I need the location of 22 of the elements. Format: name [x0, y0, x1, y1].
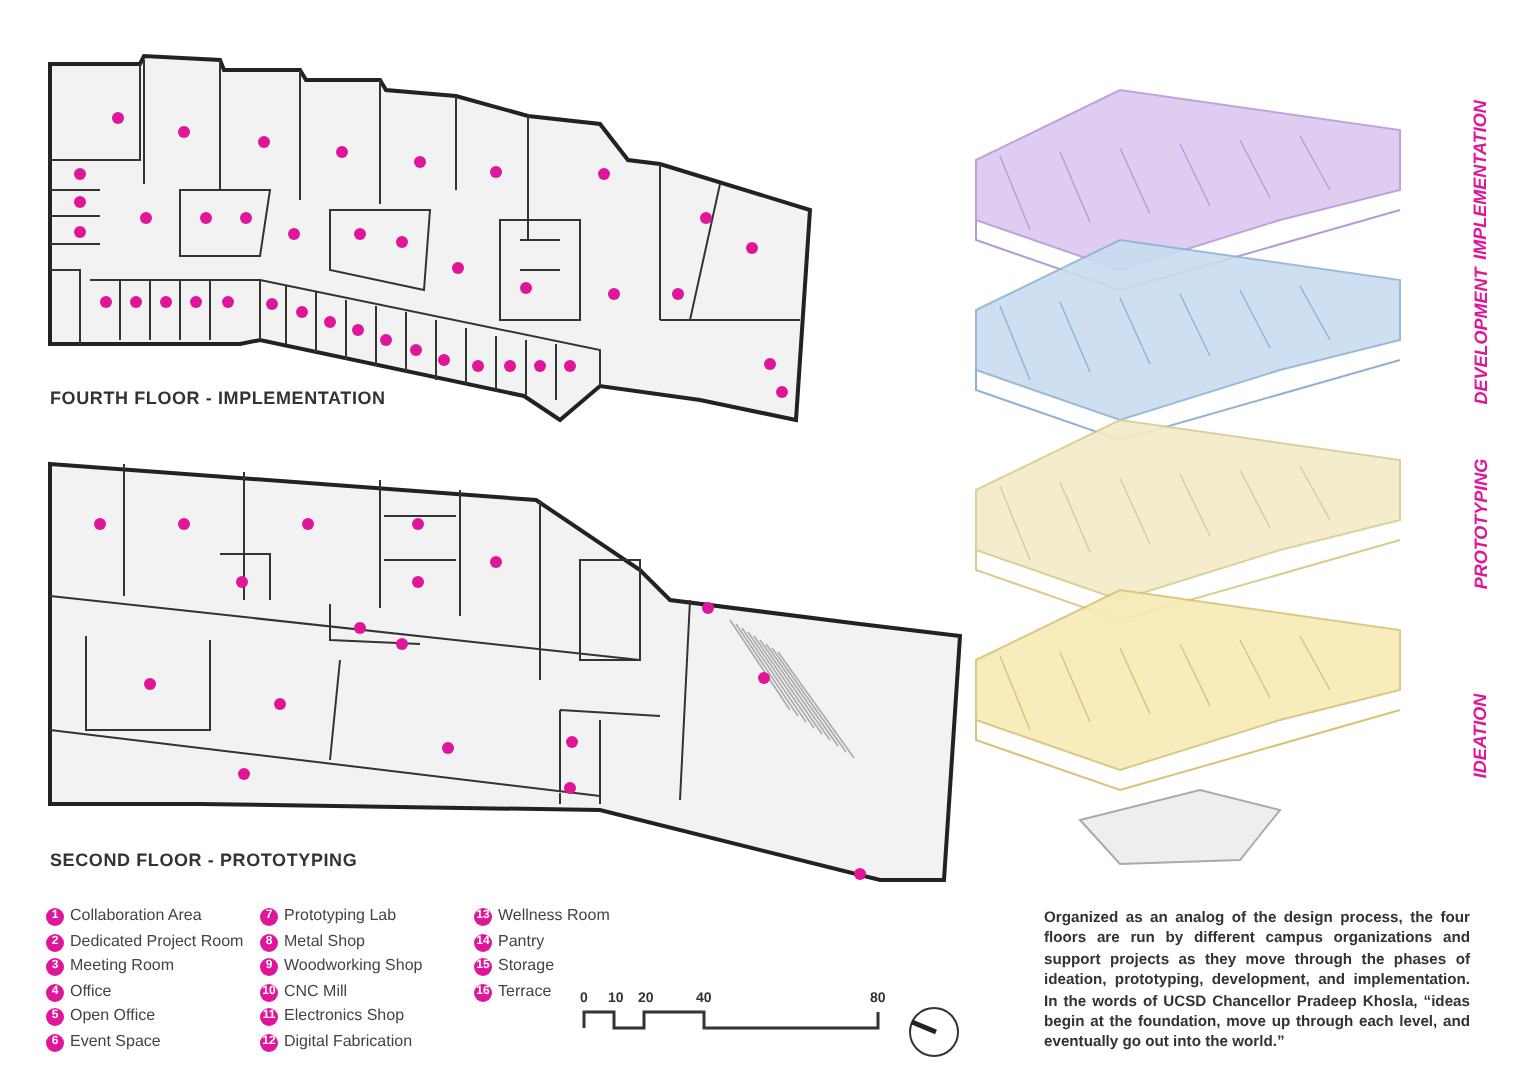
- legend-text: Wellness Room: [498, 906, 610, 924]
- legend-text: Pantry: [498, 931, 545, 950]
- legend-text: Event Space: [70, 1032, 161, 1050]
- legend-text: Woodworking Shop: [284, 956, 423, 975]
- section-label: PROTOTYPING: [1470, 458, 1491, 590]
- legend-text: Office: [70, 981, 112, 1000]
- section-label: IDEATION: [1470, 693, 1491, 779]
- legend-text: Storage: [498, 956, 555, 975]
- section-label: DEVELOPMENT: [1469, 267, 1490, 405]
- legend-text: Dedicated Project Room: [70, 931, 244, 950]
- legend-text: Collaboration Area: [70, 906, 202, 924]
- plan-title: FOURTH FLOOR - IMPLEMENTATION: [50, 388, 386, 408]
- legend-text: Metal Shop: [284, 931, 365, 950]
- section-label: IMPLEMENTATION: [1469, 100, 1490, 260]
- legend-text: CNC Mill: [284, 981, 348, 1000]
- legend-text: Electronics Shop: [284, 1006, 405, 1025]
- legend-text: Prototyping Lab: [284, 906, 397, 924]
- legend-text: Meeting Room: [70, 956, 175, 975]
- legend-text: Terrace: [498, 981, 552, 1000]
- plan-title: SECOND FLOOR - PROTOTYPING: [50, 850, 358, 870]
- legend-text: Digital Fabrication: [284, 1032, 413, 1050]
- legend-text: Open Office: [70, 1006, 156, 1025]
